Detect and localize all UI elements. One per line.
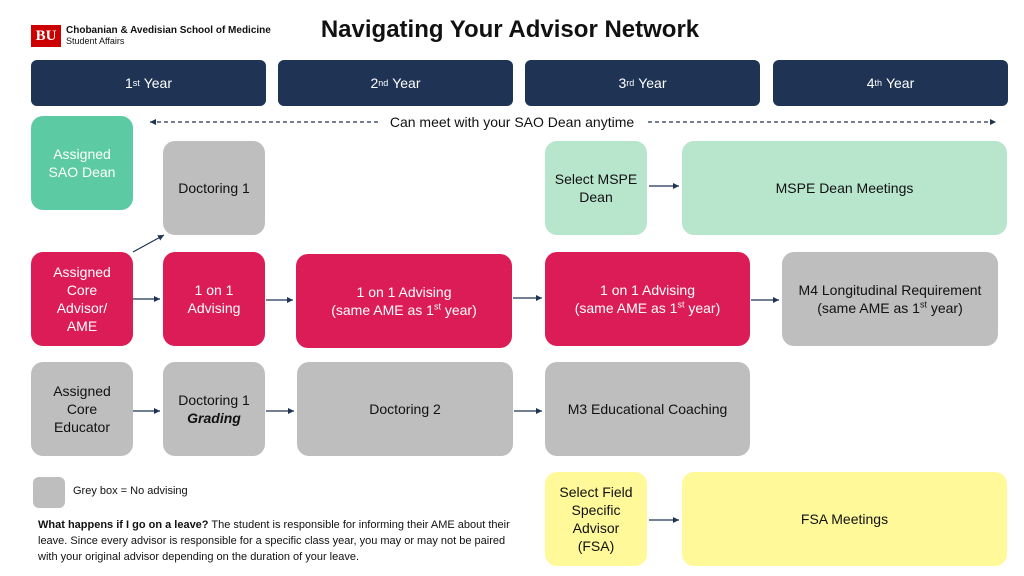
m4-longitudinal-pre: (same AME as 1 (817, 300, 920, 316)
year-2-num: 2 (370, 75, 379, 91)
one-on-one-y3-box: 1 on 1 Advising (same AME as 1st year) (545, 252, 750, 346)
m4-longitudinal-sup: st (919, 299, 927, 310)
select-fsa-box: Select Field Specific Advisor (FSA) (545, 472, 647, 566)
school-logo-block: BU Chobanian & Avedisian School of Medic… (31, 24, 271, 48)
leave-note: What happens if I go on a leave? The stu… (38, 517, 518, 565)
bu-logo: BU (31, 25, 61, 47)
year-4-num: 4 (866, 75, 875, 91)
m4-longitudinal-line1: M4 Longitudinal Requirement (798, 282, 982, 298)
arrow-core-advisor-to-doctoring1 (132, 234, 165, 253)
school-name-block: Chobanian & Avedisian School of Medicine… (66, 25, 271, 47)
m4-longitudinal-box: M4 Longitudinal Requirement (same AME as… (782, 252, 998, 346)
leave-note-question: What happens if I go on a leave? (38, 519, 209, 531)
mspe-dean-meetings-box: MSPE Dean Meetings (682, 141, 1007, 235)
assigned-core-advisor-box: Assigned Core Advisor/ AME (31, 252, 133, 346)
department-name: Student Affairs (66, 36, 125, 46)
one-on-one-y2-line1: 1 on 1 Advising (356, 284, 452, 300)
doctoring-1-grading-line2: Grading (187, 410, 241, 426)
select-fsa-line4: (FSA) (577, 538, 615, 554)
one-on-one-y1-box: 1 on 1 Advising (163, 252, 265, 346)
one-on-one-y1-line1: 1 on 1 (194, 282, 234, 298)
legend-grey-text: Grey box = No advising (73, 485, 188, 497)
core-advisor-line3: Advisor/ (56, 300, 108, 316)
sao-banner-label: Can meet with your SAO Dean anytime (389, 114, 635, 130)
core-advisor-line1: Assigned (53, 264, 111, 280)
select-mspe-dean-line2: Dean (579, 189, 613, 205)
one-on-one-y3-post: year) (684, 300, 721, 316)
assigned-core-educator-box: Assigned Core Educator (31, 362, 133, 456)
doctoring-1-grading-line1: Doctoring 1 (178, 392, 250, 408)
m3-coaching-box: M3 Educational Coaching (545, 362, 750, 456)
core-advisor-line2: Core (66, 282, 98, 298)
doctoring-1-grading-box: Doctoring 1 Grading (163, 362, 265, 456)
m4-longitudinal-post: year) (926, 300, 963, 316)
core-educator-line3: Educator (53, 419, 111, 435)
doctoring-2-box: Doctoring 2 (297, 362, 513, 456)
one-on-one-y2-pre: (same AME as 1 (331, 302, 434, 318)
school-name: Chobanian & Avedisian School of Medicine (66, 25, 271, 36)
one-on-one-y2-post: year) (440, 302, 477, 318)
assigned-sao-dean-line1: Assigned (53, 146, 111, 162)
year-3-label: Year (638, 75, 667, 91)
year-2-label: Year (392, 75, 421, 91)
select-fsa-line1: Select Field (559, 484, 633, 500)
year-3-num: 3 (618, 75, 627, 91)
page-title: Navigating Your Advisor Network (320, 16, 700, 43)
fsa-meetings-box: FSA Meetings (682, 472, 1007, 566)
doctoring-1-box: Doctoring 1 (163, 141, 265, 235)
year-1-label: Year (143, 75, 172, 91)
one-on-one-y2-line2: (same AME as 1st year) (331, 301, 477, 319)
select-fsa-line3: Advisor (572, 520, 620, 536)
legend-grey-swatch (33, 477, 65, 508)
select-mspe-dean-box: Select MSPE Dean (545, 141, 647, 235)
year-4-label: Year (885, 75, 915, 91)
one-on-one-y2-sup: st (433, 301, 441, 312)
assigned-sao-dean-box: Assigned SAO Dean (31, 116, 133, 210)
select-fsa-line2: Specific (571, 502, 621, 518)
m4-longitudinal-line2: (same AME as 1st year) (817, 299, 963, 317)
one-on-one-y3-pre: (same AME as 1 (574, 300, 678, 316)
core-advisor-line4: AME (66, 318, 98, 334)
core-educator-line2: Core (66, 401, 98, 417)
select-mspe-dean-line1: Select MSPE (554, 171, 638, 187)
one-on-one-y3-line1: 1 on 1 Advising (600, 282, 695, 298)
one-on-one-y1-line2: Advising (187, 300, 241, 316)
core-educator-line1: Assigned (53, 383, 111, 399)
assigned-sao-dean-line2: SAO Dean (48, 164, 116, 180)
one-on-one-y3-line2: (same AME as 1st year) (575, 299, 721, 317)
year-1-num: 1 (125, 75, 133, 91)
one-on-one-y3-sup: st (677, 299, 685, 310)
leave-note-text: The student is responsible for informing… (38, 519, 510, 563)
one-on-one-y2-box: 1 on 1 Advising (same AME as 1st year) (296, 254, 512, 348)
